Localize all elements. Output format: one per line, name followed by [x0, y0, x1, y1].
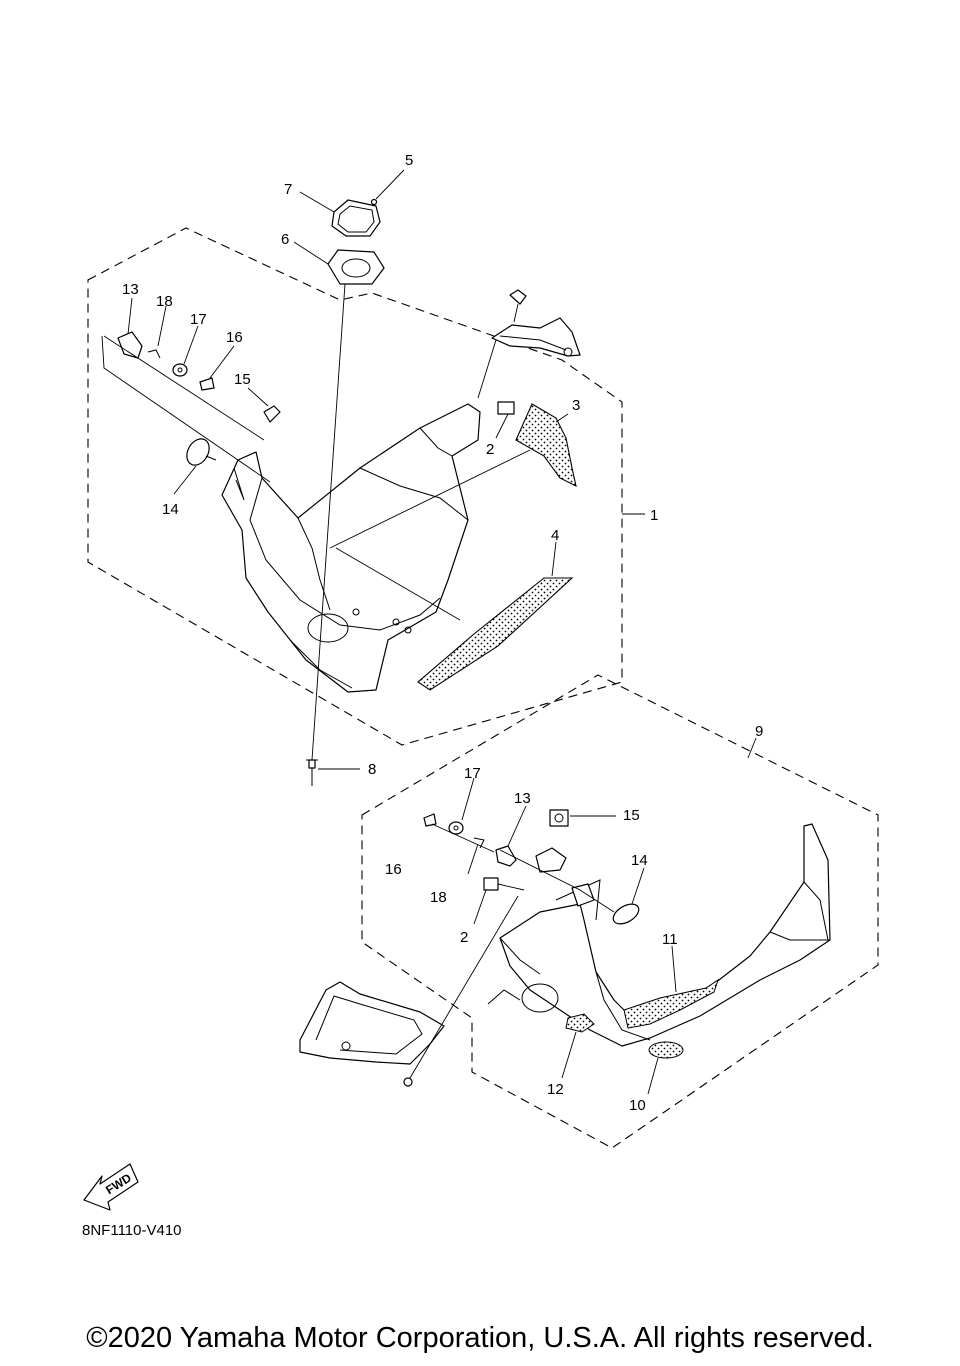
- lower-cowling-part: [487, 823, 831, 1047]
- lower-fasteners: [423, 809, 640, 925]
- callout-16-lower: 16: [385, 861, 402, 878]
- part-12-pad: [565, 1013, 595, 1033]
- callout-14-upper: 14: [162, 501, 179, 518]
- callout-2-lower: 2: [460, 929, 468, 946]
- callout-3: 3: [572, 397, 580, 414]
- leader-9: [747, 737, 757, 759]
- lower-group-boundary: [361, 674, 879, 1149]
- part-6-plate: [327, 249, 385, 285]
- fwd-arrow-icon: FWD: [83, 1163, 139, 1211]
- callout-10: 10: [629, 1097, 646, 1114]
- callout-2-upper: 2: [486, 441, 494, 458]
- callout-18-lower: 18: [430, 889, 447, 906]
- part-8-rivet: [306, 759, 318, 786]
- upper-fastener-guide: [101, 335, 271, 483]
- part-5-screw: [370, 198, 378, 206]
- callout-17-lower: 17: [464, 765, 481, 782]
- callout-4: 4: [551, 527, 559, 544]
- callout-7: 7: [284, 181, 292, 198]
- callout-8: 8: [368, 761, 376, 778]
- reference-code: 8NF1110-V410: [82, 1222, 182, 1239]
- part-11-pad: [623, 978, 719, 1029]
- part-10-pad: [648, 1041, 684, 1059]
- upper-group-boundary: [87, 227, 623, 746]
- upper-fasteners: [117, 331, 281, 466]
- callout-11: 11: [662, 931, 678, 948]
- part-2-nut-upper: [497, 401, 515, 415]
- callout-17-upper: 17: [190, 311, 207, 328]
- upper-cowling-part: [221, 403, 481, 693]
- callout-15-upper: 15: [234, 371, 251, 388]
- callout-5: 5: [405, 152, 413, 169]
- part-7-plate: [331, 199, 381, 237]
- callout-13-upper: 13: [122, 281, 139, 298]
- callout-6: 6: [281, 231, 289, 248]
- callout-12: 12: [547, 1081, 564, 1098]
- callout-13-lower: 13: [514, 790, 531, 807]
- lower-bracket: [299, 895, 519, 1087]
- part-4-pad: [417, 577, 574, 691]
- callout-1: 1: [650, 507, 658, 524]
- callout-18-upper: 18: [156, 293, 173, 310]
- callout-9: 9: [755, 723, 763, 740]
- callout-15-lower: 15: [623, 807, 640, 824]
- callout-14-lower: 14: [631, 852, 648, 869]
- upper-bracket: [477, 289, 581, 399]
- copyright-notice: ©2020 Yamaha Motor Corporation, U.S.A. A…: [86, 1322, 874, 1354]
- callout-16-upper: 16: [226, 329, 243, 346]
- part-3-pad: [515, 403, 577, 488]
